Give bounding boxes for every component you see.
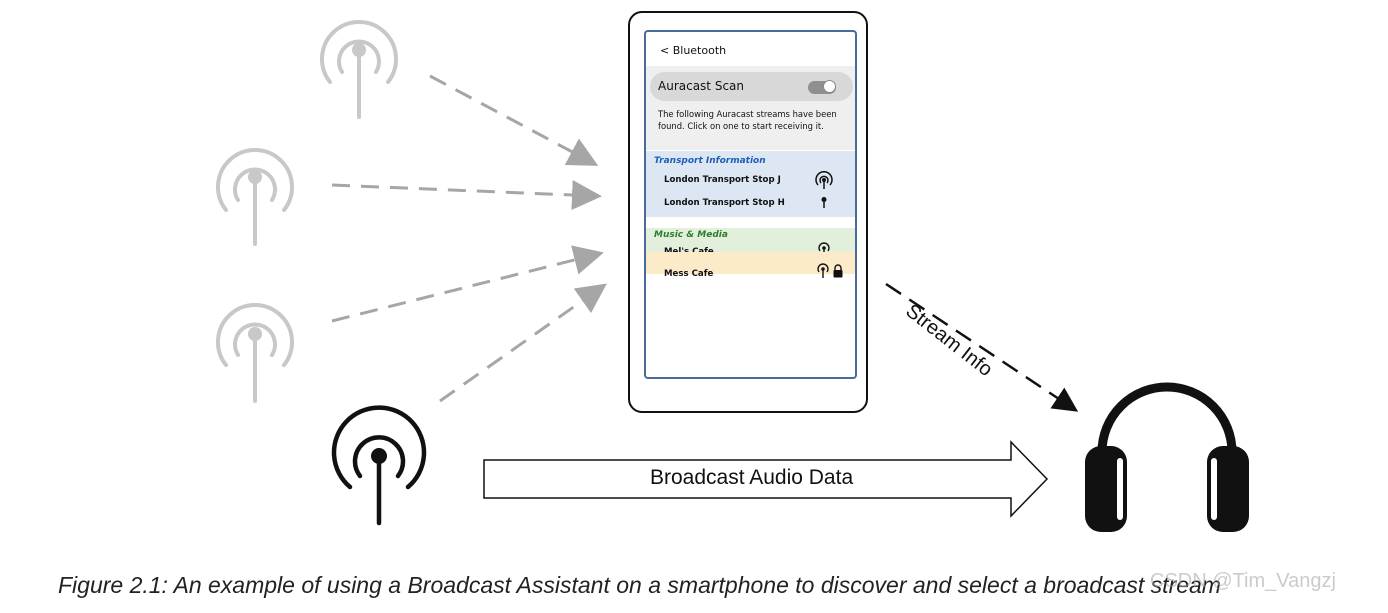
stream-item-london-stop-j[interactable]: London Transport Stop J [664,175,781,185]
broadcast-lock-icon [817,263,843,278]
back-button[interactable]: < Bluetooth [660,44,727,57]
section-mess-cafe [646,252,855,274]
discovery-arrows [331,74,607,403]
scan-label: Auracast Scan [658,79,744,93]
section-title-transport: Transport Information [654,156,766,166]
section-music [646,228,855,252]
broadcast-assistant-screen: < Bluetooth Auracast Scan The following … [644,30,857,379]
stream-item-mess-cafe[interactable]: Mess Cafe [664,269,714,279]
broadcast-icon [815,171,833,189]
broadcast-audio-arrow [483,440,1049,518]
headphones-icon [1085,382,1249,532]
broadcast-source-icon [320,20,398,119]
broadcast-audio-label: Broadcast Audio Data [650,466,854,489]
stream-item-london-stop-h[interactable]: London Transport Stop H [664,198,785,208]
pin-icon [821,197,827,208]
smartphone: < Bluetooth Auracast Scan The following … [628,11,868,413]
watermark: CSDN @Tim_Vangzj [1150,570,1336,592]
figure-caption: Figure 2.1: An example of using a Broadc… [58,572,1221,598]
scan-description: The following Auracast streams have been… [658,109,837,131]
broadcast-source-icon [216,303,294,403]
scan-toggle[interactable] [808,80,836,94]
toggle-knob [823,80,836,93]
section-transport [646,151,855,217]
section-title-music: Music & Media [654,230,728,240]
active-broadcast-source-icon [331,405,427,526]
broadcast-source-icon [216,148,294,246]
stream-info-arrow [885,282,1079,412]
